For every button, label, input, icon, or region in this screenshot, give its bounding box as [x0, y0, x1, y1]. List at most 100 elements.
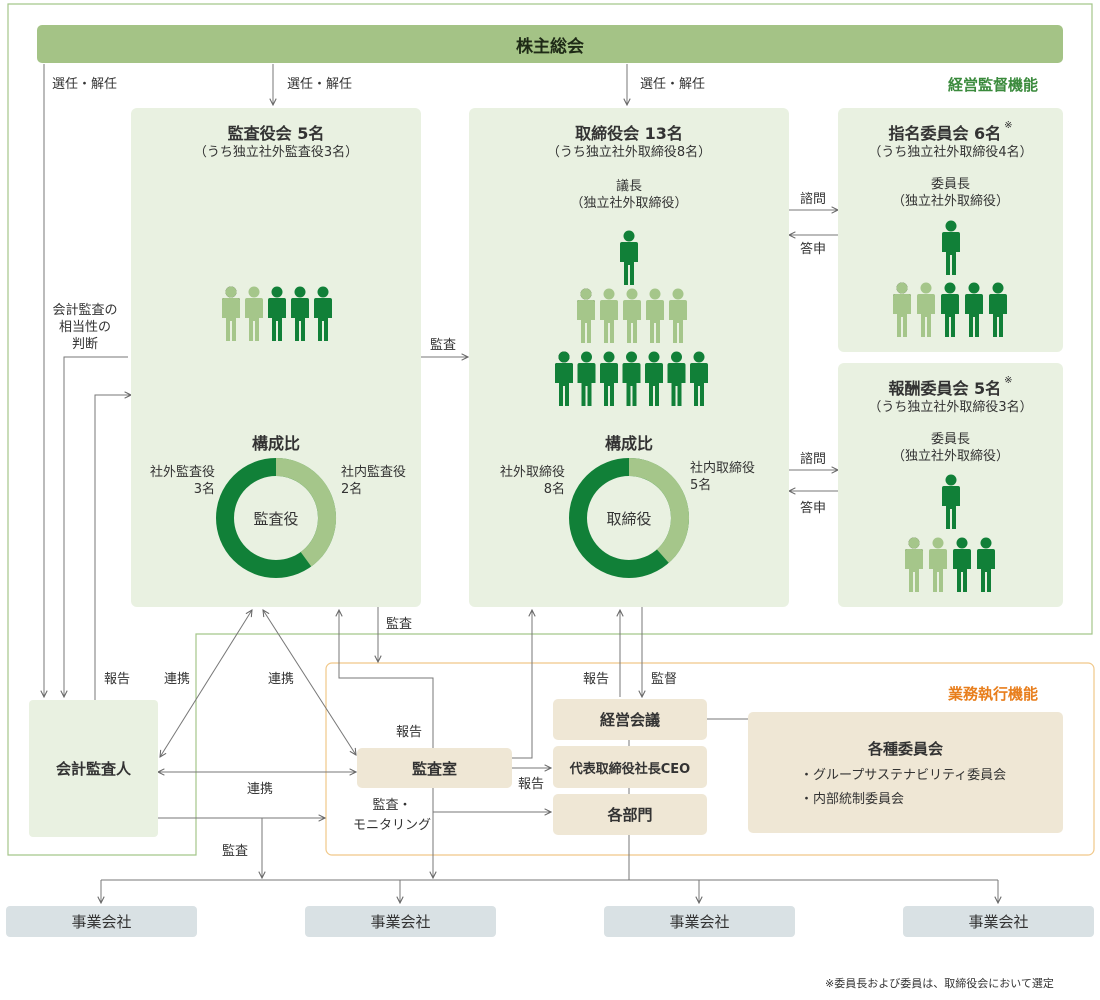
person-icons-nomination: [893, 282, 1007, 337]
audit-label-execution: 監査: [386, 617, 413, 632]
board-chair-line2: （独立社外取締役）: [570, 196, 688, 211]
departments-label: 各部門: [607, 806, 653, 824]
compensation-footnote-mark: ※: [1004, 375, 1013, 386]
compensation-committee-panel: 報酬委員会 5名※ （うち独立社外取締役3名） 委員長 （独立社外取締役）: [838, 363, 1063, 607]
elect-dismiss-label-1: 選任・解任: [52, 77, 118, 92]
outside-director-count: 8名: [543, 482, 565, 497]
nomination-subtitle: （うち独立社外取締役4名）: [868, 145, 1033, 160]
answer-label-1: 答申: [800, 242, 827, 257]
subsidiary-2: 事業会社: [305, 906, 496, 937]
compensation-members: [903, 537, 999, 599]
compensation-chair-line2: （独立社外取締役）: [891, 449, 1009, 464]
audit-monitoring-line2: モニタリング: [352, 818, 431, 833]
nomination-chair-icon: [940, 220, 962, 280]
report-label-auditor: 報告: [104, 672, 131, 687]
compensation-chair-icon: [940, 474, 962, 534]
answer-label-2: 答申: [800, 501, 827, 516]
inside-auditor-count: 2名: [341, 482, 363, 497]
nomination-title-text: 指名委員会 6名: [888, 124, 1002, 143]
person-icons-board-inside: [577, 288, 687, 343]
cooperation-label-2: 連携: [268, 672, 295, 687]
execution-function-label: 業務執行機能: [948, 685, 1039, 703]
report-label-board: 報告: [518, 777, 545, 792]
audit-board-members: [220, 286, 332, 348]
ceo-box: 代表取締役社長CEO: [553, 746, 707, 788]
board-donut: 取締役: [568, 457, 690, 579]
compensation-chair-label: 委員長 （独立社外取締役）: [838, 431, 1063, 465]
board-donut-label: 取締役: [606, 510, 652, 528]
subsidiary-2-label: 事業会社: [370, 913, 431, 931]
subsidiary-1-label: 事業会社: [71, 913, 132, 931]
person-icons-board-outside: [555, 351, 708, 406]
board-donut-svg: [569, 458, 689, 578]
inside-director-count: 5名: [690, 478, 712, 493]
board-ratio-title: 構成比: [604, 434, 653, 453]
nomination-title: 指名委員会 6名※: [838, 120, 1063, 144]
consult-label-2: 諮問: [800, 452, 827, 467]
audit-board-subtitle: （うち独立社外監査役3名）: [193, 145, 359, 160]
accounting-judgment-label: 会計監査の 相当性の 判断: [40, 302, 130, 353]
nomination-footnote-mark: ※: [1004, 120, 1013, 131]
inside-auditor-text: 社内監査役: [341, 465, 407, 480]
person-icon-compensation-chair: [942, 474, 960, 529]
inside-director-label: 社内取締役 5名: [690, 460, 755, 494]
audit-board-donut-svg: [216, 458, 336, 578]
person-icon-nomination-chair: [942, 220, 960, 275]
audit-board-donut-label: 監査役: [253, 510, 299, 528]
audit-board-panel: 監査役会 5名 （うち独立社外監査役3名） 構成比 社外監査役 3名 社内監査役…: [131, 108, 421, 607]
cooperation-label-1: 連携: [164, 672, 191, 687]
consult-label-1: 諮問: [800, 192, 827, 207]
nomination-chair-label: 委員長 （独立社外取締役）: [838, 176, 1063, 210]
board-title: 取締役会 13名: [575, 124, 683, 143]
departments-box: 各部門: [553, 794, 707, 835]
board-chair-icon: [618, 230, 640, 290]
board-chair-label: 議長 （独立社外取締役）: [469, 178, 789, 212]
compensation-title-text: 報酬委員会 5名: [888, 379, 1002, 398]
board-inside-members: [575, 288, 687, 350]
donut-inside-segment: [628, 458, 689, 563]
audit-monitoring-label: 監査・ モニタリング: [352, 797, 432, 834]
elect-dismiss-label-2: 選任・解任: [287, 77, 353, 92]
audit-monitoring-line1: 監査・: [372, 798, 412, 813]
execution-frame: [325, 662, 1095, 856]
outside-auditor-label: 社外監査役 3名: [141, 464, 215, 498]
elect-dismiss-label-3: 選任・解任: [640, 77, 706, 92]
audit-label-board: 監査: [430, 338, 457, 353]
nomination-chair-line2: （独立社外取締役）: [891, 194, 1009, 209]
audit-label-subsidiaries: 監査: [222, 844, 249, 859]
compensation-subtitle: （うち独立社外取締役3名）: [868, 400, 1033, 415]
audit-board-ratio-title: 構成比: [251, 434, 300, 453]
person-icon-chair: [620, 230, 638, 285]
judgment-line1: 会計監査の: [52, 303, 118, 318]
ceo-label: 代表取締役社長CEO: [569, 761, 691, 777]
outside-auditor-count: 3名: [193, 482, 215, 497]
outside-director-label: 社外取締役 8名: [479, 464, 565, 498]
outside-director-text: 社外取締役: [499, 465, 565, 480]
subsidiary-4: 事業会社: [903, 906, 1094, 937]
cooperation-label-3: 連携: [247, 782, 274, 797]
person-icons-audit-board: [222, 286, 332, 341]
nomination-members: [891, 282, 1011, 344]
shareholders-meeting: 株主総会: [37, 25, 1063, 63]
judgment-line2: 相当性の: [58, 320, 111, 335]
footnote: ※委員長および委員は、取締役会において選定: [825, 977, 1054, 990]
accounting-auditor-box: 会計監査人: [29, 700, 158, 837]
committees-box: 各種委員会 ・グループサステナビリティ委員会 ・内部統制委員会: [748, 712, 1063, 833]
management-meeting-label: 経営会議: [599, 711, 660, 729]
inside-auditor-label: 社内監査役 2名: [341, 464, 406, 498]
subsidiary-1: 事業会社: [6, 906, 197, 937]
shareholders-label: 株主総会: [516, 36, 584, 57]
report-label-management: 報告: [583, 672, 610, 687]
donut-inside-segment: [275, 458, 336, 567]
compensation-chair-line1: 委員長: [930, 432, 970, 447]
board-outside-members: [553, 351, 711, 413]
audit-board-donut: 監査役: [215, 457, 337, 579]
oversight-function-label: 経営監督機能: [948, 76, 1039, 94]
accounting-auditor-label: 会計監査人: [55, 760, 131, 778]
person-icons-compensation: [905, 537, 995, 592]
committees-title: 各種委員会: [867, 740, 943, 758]
committee-item-sustainability: ・グループサステナビリティ委員会: [800, 768, 1007, 783]
board-chair-line1: 議長: [615, 179, 642, 194]
audit-office-label: 監査室: [411, 759, 457, 778]
